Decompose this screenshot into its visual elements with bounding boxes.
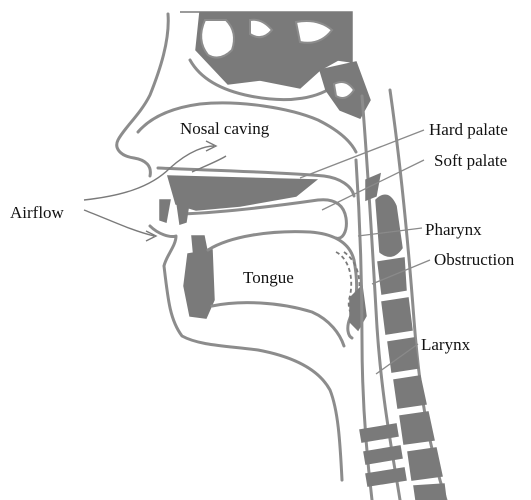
tongue-label: Tongue bbox=[243, 268, 294, 287]
lower-jaw-shape bbox=[184, 250, 214, 318]
hard-palate-leader bbox=[300, 130, 424, 178]
soft-palate-label: Soft palate bbox=[434, 151, 507, 170]
pharynx-label: Pharynx bbox=[425, 220, 482, 239]
airflow-arrow-oral bbox=[84, 210, 154, 236]
hard-palate-shape bbox=[168, 176, 316, 210]
larynx-label: Larynx bbox=[421, 335, 471, 354]
lower-teeth bbox=[192, 236, 208, 258]
hard-palate-label: Hard palate bbox=[429, 120, 508, 139]
trachea-rings bbox=[360, 424, 406, 486]
tongue-base-outline bbox=[212, 303, 344, 346]
nasal-cavity-label: Nosal caving bbox=[180, 119, 270, 138]
nose-outline bbox=[117, 14, 168, 176]
soft-palate-leader bbox=[322, 160, 424, 210]
obstruction-label: Obstruction bbox=[434, 250, 515, 269]
lower-lip-outline bbox=[150, 226, 176, 266]
airflow-label: Airflow bbox=[10, 203, 65, 222]
epiglottis-shape bbox=[350, 286, 366, 330]
airflow-arrow-oral-head bbox=[146, 231, 156, 241]
